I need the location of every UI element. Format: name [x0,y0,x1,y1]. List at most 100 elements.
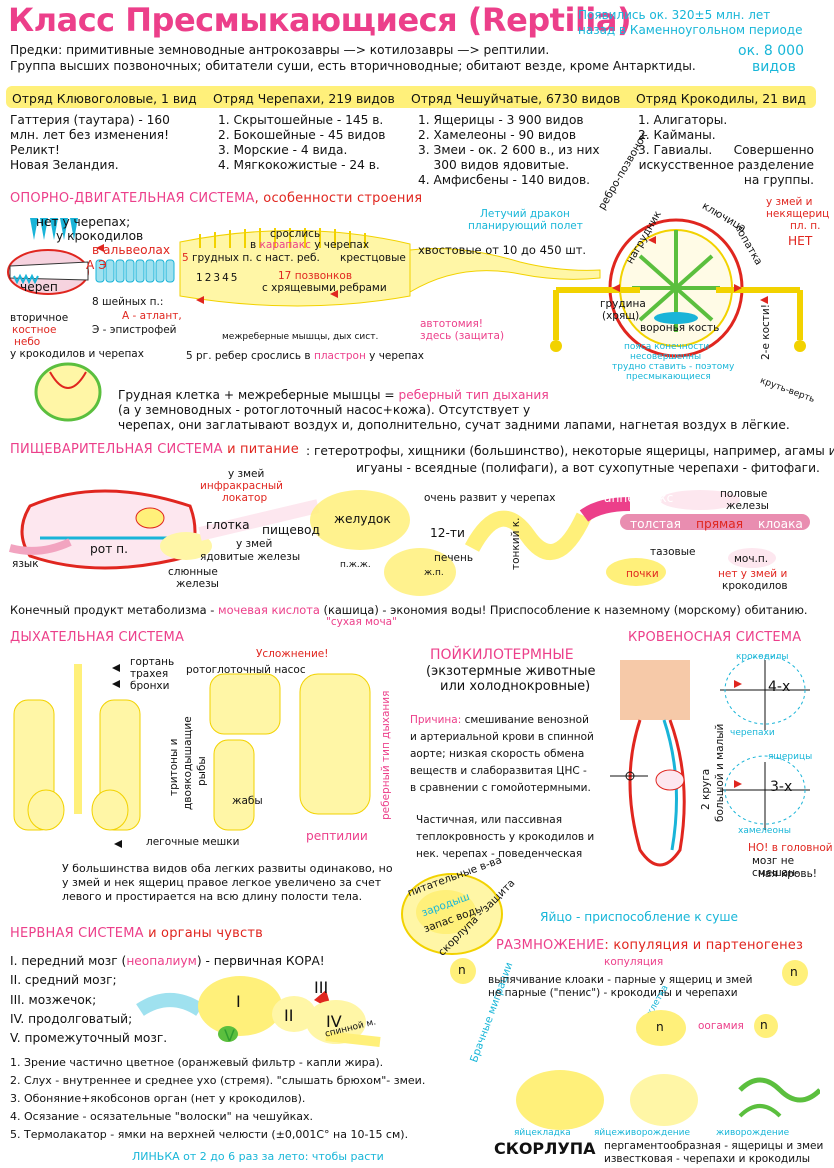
five-ribs-a: 5 рг. ребер срослись в [186,350,311,362]
esophagus-label: пищевод [262,523,320,537]
digestion-heading-b: и питание [227,442,299,457]
b1-b: неопалиум [126,954,197,968]
sacral-label: крестцовые [340,252,406,264]
cause-label: Причина: [410,714,462,726]
appeared-line2: назад в Каменноугольном периоде [578,23,803,37]
five-ribs: 5 рг. ребер срослись в пластрон у черепа… [186,350,424,362]
cause-line4: веществ и слаборазвитая ЦНС - [410,765,587,777]
palate-2: костное [12,324,57,336]
egg-cell-n: n [656,1020,664,1034]
tongue-label: язык [12,558,39,570]
limb-note-3: трудно ставить - поэтому [612,362,735,372]
chameleons-label: хамелеоны [738,826,791,836]
col4-line: 3. Гавиалы. [638,143,713,157]
epistrophy-label: Э - эпистрофей [92,324,177,336]
pzh-label: п.ж.ж. [340,560,371,570]
palate-1: вторичное [10,312,69,324]
col3-line: 2. Хамелеоны - 90 видов [418,128,577,142]
repro-heading-b: : копуляция и партеногенез [604,938,804,953]
vertebra-numbers: 1 2 3 4 5 [196,272,237,284]
gamete-shape [450,958,476,984]
sternum2-a: грудина [600,298,646,310]
order-col-1: Гаттерия (таутара) - 160 млн. лет без из… [10,113,170,173]
two-circles-1: 2 круга [700,768,712,810]
five-ribs-b: пластрон [313,350,366,362]
col2-line: 2. Бокошейные - 45 видов [218,128,386,142]
vertebra-num: 5 [230,272,238,284]
vertebra-num: 3 [213,272,221,284]
flying-2: планирующий полет [468,220,583,232]
cause-line5: в сравнении с гомойотермными. [410,782,591,794]
skeleton-heading: ОПОРНО-ДВИГАТЕЛЬНАЯ СИСТЕМА, особенности… [10,191,422,206]
sense-item: 4. Осязание - осязательные "волоски" на … [10,1110,314,1123]
poikilo-heading-1: ПОЙКИЛОТЕРМНЫЕ [430,647,574,663]
five-ribs-c: у черепах [369,350,425,362]
order-crocodiles: Отряд Крокодилы, 21 вид [636,91,806,106]
gonads-1: половые [720,488,768,500]
croc-label-a: у крокодилов [56,229,144,243]
sternum2-b: (хрящ) [602,310,640,322]
repro-line1: выпячивание клоаки - парные у ящериц и з… [488,974,753,986]
palate-3: небо [14,336,41,348]
col2-line: 1. Скрытошейные - 145 в. [218,113,384,127]
ribs17-b: с хрящевыми ребрами [262,282,387,294]
col3-line: 3. Змеи - ок. 2 600 в., из них [418,143,600,157]
snakes-lizards-1: у змей и нек. [766,196,813,220]
col2-line: 3. Морские - 4 вида. [218,143,348,157]
brain-part-1: I. передний мозг (неопалиум) - первичная… [10,954,325,969]
roman-1: I [236,992,241,1011]
limb-note-1: пояса конечности [624,342,710,352]
order-rhynchocephalia: Отряд Клювоголовые, 1 вид [12,91,197,106]
brain-part-3: III. мозжечок; [10,993,97,1007]
vertebra-num: 2 [204,272,212,284]
birth-illustration [516,1070,820,1130]
gall-label: ж.п. [424,568,444,578]
carapace-c: у черепах [314,239,370,251]
order-squamata: Отряд Чешуйчатые, 6730 видов [411,91,621,106]
ae-label: А Э [86,258,107,272]
appendix-label: аппендикс [604,491,674,505]
larynx-label: гортань [130,656,175,668]
rectum-label: прямая [696,517,744,531]
brain-note-3: ная кровь! [758,868,817,880]
roman-5: V [224,1026,235,1045]
skull-label: череп [20,280,58,294]
no-turtles-label: нет у черепах; [36,215,131,229]
caudal-label: хвостовые от 10 до 450 шт. [418,243,587,257]
dry-urine: "сухая моча" [326,616,397,628]
sperm-n: n [760,1018,768,1032]
col1-line: Новая Зеландия. [10,158,119,172]
roman-2: II [284,1006,294,1025]
four-chamber-label: 4-х [768,679,791,695]
oviparity-label: яйцекладка [514,1128,571,1138]
tritons-1: тритоны и [168,738,180,796]
snakes-label: у змей [228,468,265,480]
digestion-illustration [8,489,810,596]
croc-turtles-label: у крокодилов и черепах [10,348,144,360]
group-text: Группа высших позвоночных; обитатели суш… [10,59,696,73]
breathing-heading: ДЫХАТЕЛЬНАЯ СИСТЕМА [10,630,185,645]
molting-note: ЛИНЬКА от 2 до 6 раз за лето: чтобы раст… [132,1150,384,1163]
nervous-heading: НЕРВНАЯ СИСТЕМА и органы чувств [10,926,263,941]
atlant-label: А - атлант, [122,310,182,322]
intercostal-label: межреберные мышцы, дых сист. [222,332,379,342]
order-turtles: Отряд Черепахи, 219 видов [213,91,395,106]
lungs-line2: у змей и нек ящериц правое легкое увелич… [62,876,382,889]
oro-pump-label: ротоглоточный насос [186,664,306,676]
complication-label: Усложнение! [256,648,329,660]
order-col-2: 1. Скрытошейные - 145 в. 2. Бокошейные -… [218,113,386,173]
thoracic-label: грудных п. с наст. реб. [192,252,320,264]
metabolism-line: Конечный продукт метаболизма - мочевая к… [10,603,808,618]
turtles-label: черепахи [730,728,775,738]
carapace-label: в карапакс у черепах [250,239,369,251]
vertebra-num: 4 [222,272,229,284]
ancestors-text: Предки: примитивные земноводные антрокоз… [10,43,550,57]
no-bladder-1-text: нет у змей и [718,568,788,580]
stomach-label: желудок [334,512,391,526]
nervous-heading-b: и органы чувств [148,926,263,941]
gamete-n-2: n [790,965,798,979]
sperm-shape [754,1014,778,1038]
end-b: мочевая кислота [217,603,320,617]
crocs-label: крокодилы [736,652,789,662]
order-col-3: 1. Ящерицы - 3 900 видов 2. Хамелеоны - … [418,113,600,188]
